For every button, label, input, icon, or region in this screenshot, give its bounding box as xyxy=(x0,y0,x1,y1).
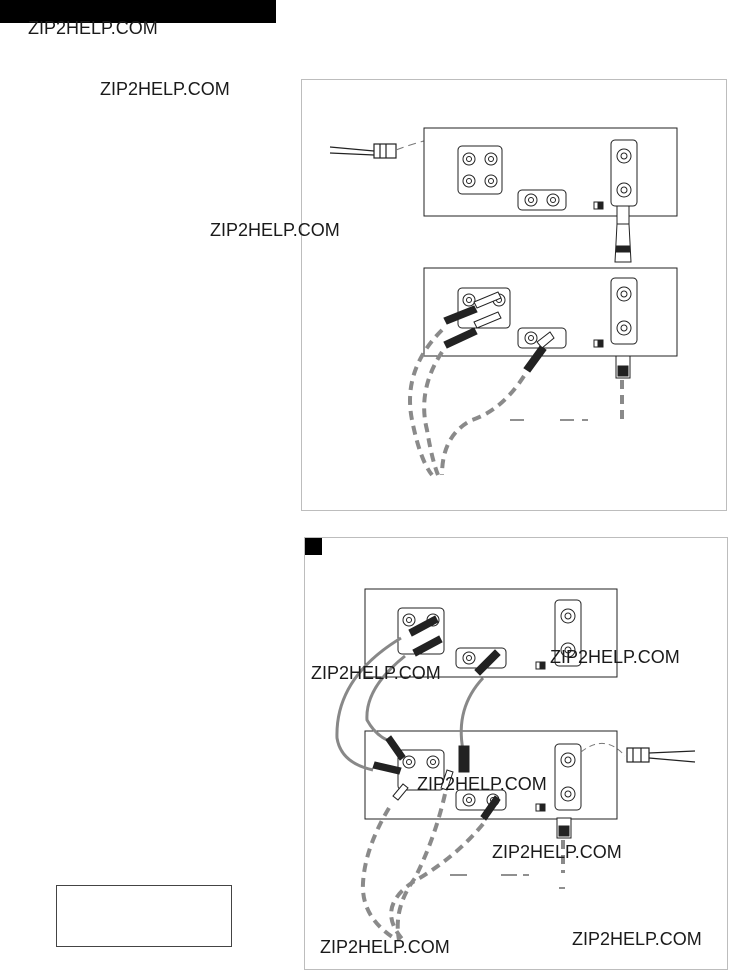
watermark-text: ZIP2HELP.COM xyxy=(320,937,450,957)
av-plugs-b xyxy=(372,615,572,839)
rf-link-cable xyxy=(614,205,632,263)
header-bar xyxy=(0,0,276,23)
av-link-cables xyxy=(335,636,485,772)
watermark-text: ZIP2HELP.COM xyxy=(550,647,680,667)
diagram-top-svg xyxy=(329,127,678,477)
watermark-text: ZIP2HELP.COM xyxy=(572,929,702,949)
watermark-text: ZIP2HELP.COM xyxy=(28,18,158,38)
lower-device-b xyxy=(364,730,618,820)
antenna-cable-b xyxy=(580,743,696,763)
diagram-bottom-svg xyxy=(335,588,696,942)
watermark-text: ZIP2HELP.COM xyxy=(100,79,230,99)
watermark-text: ZIP2HELP.COM xyxy=(417,774,547,794)
upper-device xyxy=(423,127,678,217)
note-box xyxy=(56,885,232,947)
antenna-cable xyxy=(329,143,397,159)
connection-diagram-bottom xyxy=(304,537,728,970)
av-plugs-lower xyxy=(443,291,631,379)
watermark-text: ZIP2HELP.COM xyxy=(210,220,340,240)
dashed-cables-top xyxy=(408,328,624,477)
watermark-text: ZIP2HELP.COM xyxy=(492,842,622,862)
step-marker xyxy=(305,538,322,555)
connection-diagram-top xyxy=(301,79,727,511)
watermark-text: ZIP2HELP.COM xyxy=(311,663,441,683)
dashed-cables-bottom xyxy=(360,793,565,942)
minor-lines-bottom xyxy=(450,874,565,889)
